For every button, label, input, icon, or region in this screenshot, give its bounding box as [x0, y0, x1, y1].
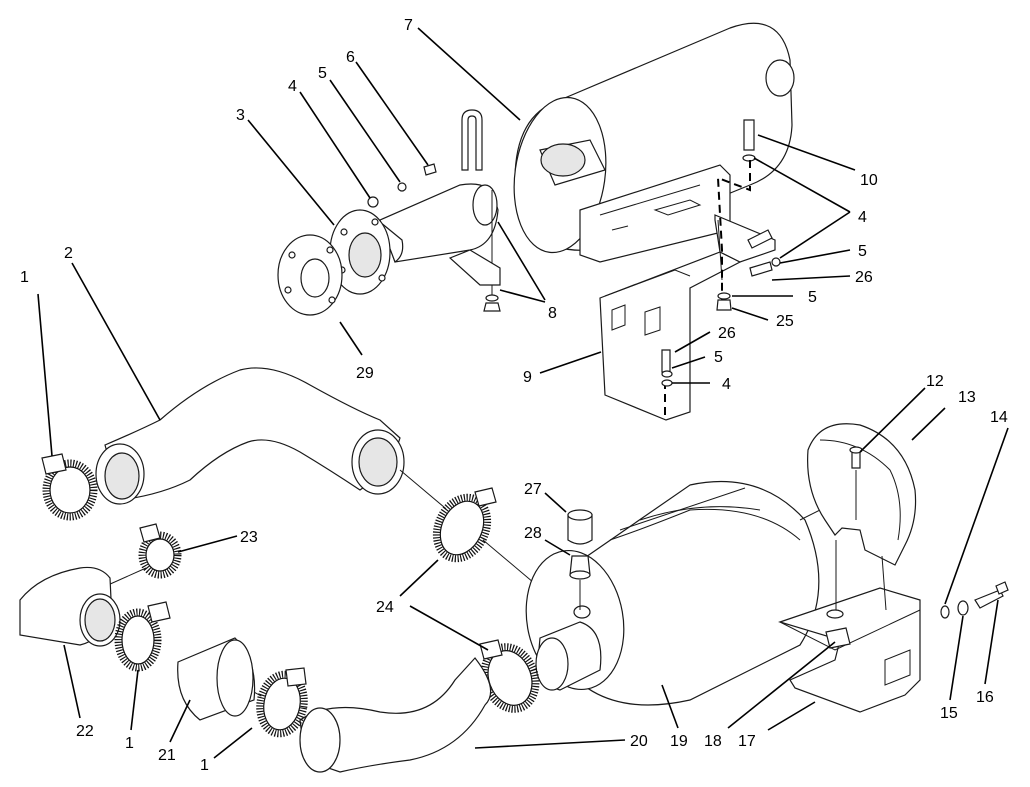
- callout-27: 27: [524, 481, 542, 498]
- callout-26-center: 26: [718, 325, 736, 342]
- hose-clamp-24a: [399, 487, 497, 597]
- callout-7: 7: [404, 17, 413, 34]
- callout-15: 15: [940, 705, 958, 722]
- callout-4-left: 4: [288, 78, 297, 95]
- callout-1-middle: 1: [125, 735, 134, 752]
- callout-24: 24: [376, 599, 394, 616]
- callout-6: 6: [346, 49, 355, 66]
- callout-8: 8: [548, 305, 557, 322]
- callout-18: 18: [704, 733, 722, 750]
- hose-clamp-1c: [213, 667, 308, 759]
- callout-17: 17: [738, 733, 756, 750]
- callout-3: 3: [236, 107, 245, 124]
- callout-4-center: 4: [722, 376, 731, 393]
- callout-1-top: 1: [20, 269, 29, 286]
- callout-19: 19: [670, 733, 688, 750]
- callout-10: 10: [860, 172, 878, 189]
- hose-clamp-24b: [409, 605, 540, 713]
- hose-clamp-1b: [114, 601, 171, 731]
- callout-14: 14: [990, 409, 1008, 426]
- bracket-bolt-set: [940, 427, 1009, 701]
- u-bolt-clamp: [448, 109, 546, 312]
- callout-1-bottom: 1: [200, 757, 209, 774]
- intake-hose-lower: [204, 657, 626, 773]
- callout-13: 13: [958, 389, 976, 406]
- connector-tube: [169, 637, 256, 743]
- callout-29: 29: [356, 365, 374, 382]
- callout-5-center: 5: [714, 349, 723, 366]
- callout-20: 20: [630, 733, 648, 750]
- mounting-bracket: [539, 214, 776, 421]
- mounting-band: [807, 387, 946, 566]
- bracket-hardware: [661, 119, 856, 420]
- hose-clamp-23: [107, 523, 238, 586]
- restriction-indicator: [544, 492, 593, 610]
- intake-hose-upper: [71, 262, 541, 589]
- callout-2: 2: [64, 245, 73, 262]
- air-cleaner-bracket: [727, 540, 921, 731]
- callout-4-upper-right: 4: [858, 209, 867, 226]
- exhaust-pipe: [247, 119, 499, 295]
- callout-16: 16: [976, 689, 994, 706]
- callout-5-left: 5: [318, 65, 327, 82]
- elbow-hose: [19, 566, 121, 719]
- callout-labels: 1 2 3 4 5 6 7 8 9 10 4 5 26 5 25 26 5 4 …: [20, 17, 1008, 774]
- callout-23: 23: [240, 529, 258, 546]
- gasket: [277, 234, 363, 356]
- air-cleaner: [525, 480, 861, 729]
- callout-12: 12: [926, 373, 944, 390]
- callout-5-upper-right: 5: [858, 243, 867, 260]
- callout-22: 22: [76, 723, 94, 740]
- flange-hardware: [299, 61, 437, 208]
- callout-25: 25: [776, 313, 794, 330]
- hose-clamp-1a: [37, 293, 98, 521]
- callout-5-right: 5: [808, 289, 817, 306]
- callout-26-right: 26: [855, 269, 873, 286]
- callout-28: 28: [524, 525, 542, 542]
- callout-21: 21: [158, 747, 176, 764]
- muffler: [417, 22, 795, 263]
- callout-9: 9: [523, 369, 532, 386]
